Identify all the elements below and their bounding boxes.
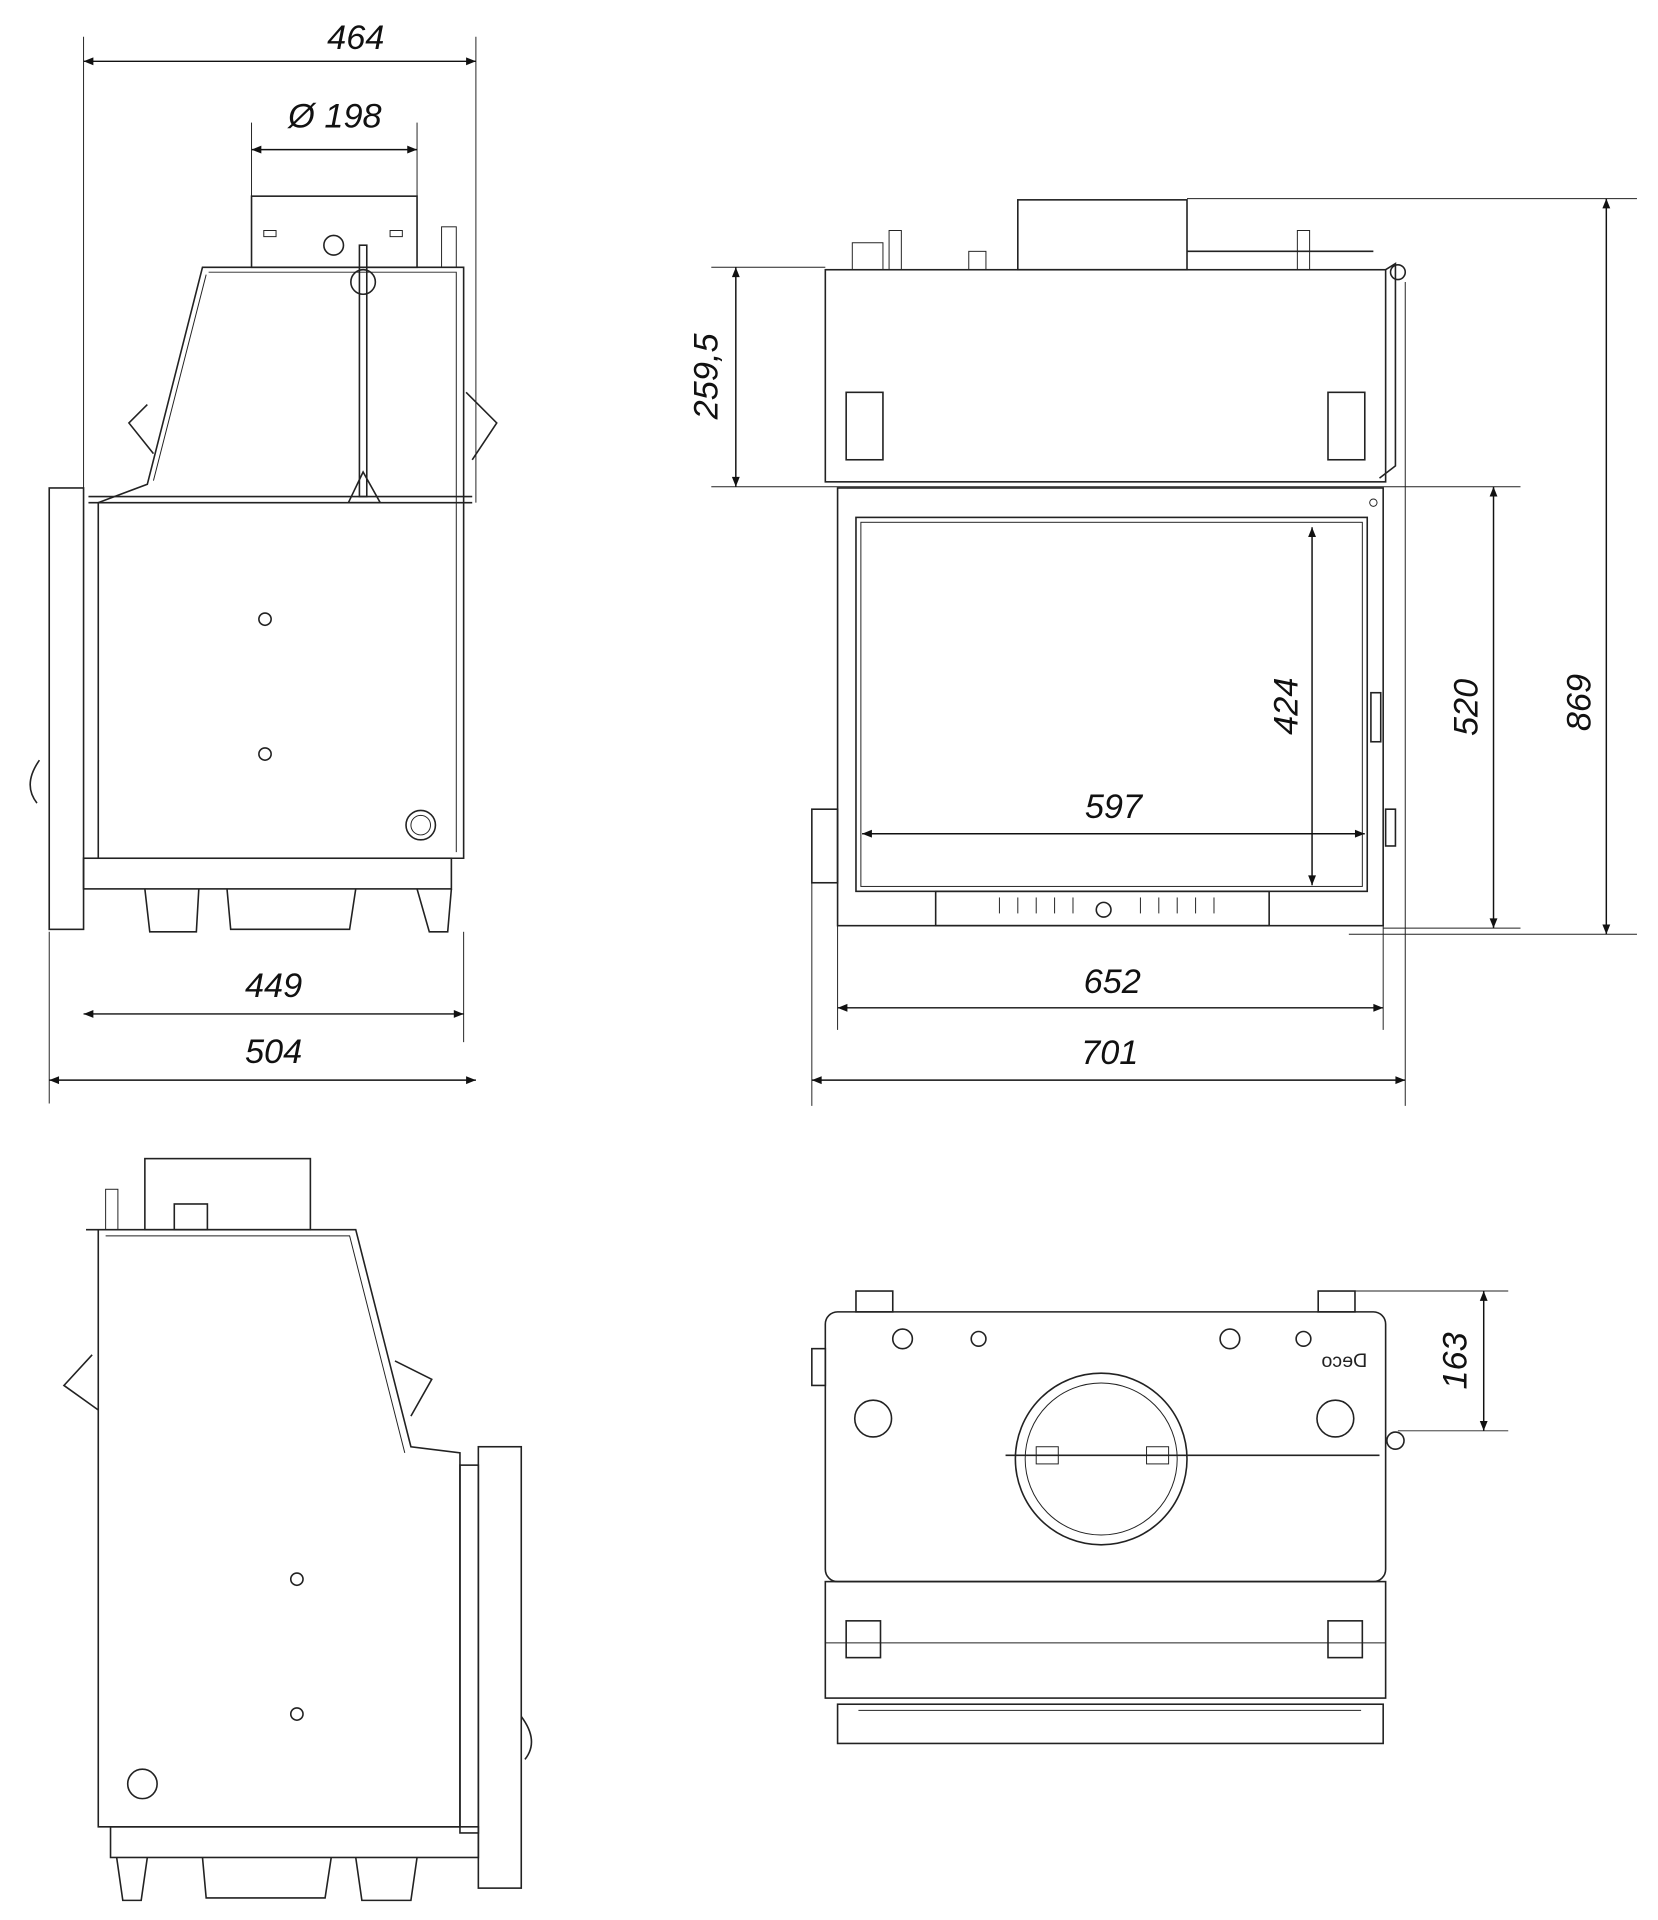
dim-label-869: 869 (1560, 674, 1598, 731)
upper-section (824, 268, 1387, 483)
dim-label-259-5: 259,5 (687, 333, 725, 421)
dim-label-449: 449 (245, 967, 302, 1005)
dim-label-504: 504 (245, 1033, 302, 1071)
side-view: 464 Ø 198 449 504 (29, 19, 498, 1104)
dim-label-163: 163 (1437, 1332, 1475, 1389)
dim-label-424: 424 (1267, 678, 1305, 735)
door-frame-2 (477, 1445, 523, 1889)
door-frame (48, 487, 85, 931)
top-view: Deco 163 (811, 1290, 1509, 1745)
dim-label-520: 520 (1448, 679, 1486, 736)
dim-label-464: 464 (327, 19, 384, 57)
side-view-mirrored (62, 1157, 533, 1902)
dim-label-701: 701 (1081, 1034, 1138, 1072)
brand-logo: Deco (1321, 1350, 1367, 1372)
flue-outlet (1014, 1372, 1188, 1546)
dim-label-597: 597 (1085, 788, 1144, 826)
firebox-body (97, 266, 465, 860)
top-plate (824, 1311, 1387, 1583)
dim-label-flue-diameter: Ø 198 (287, 98, 381, 136)
flue-collar-front (1017, 199, 1188, 271)
dim-label-652: 652 (1084, 963, 1141, 1001)
front-view: 424 597 259,5 520 869 652 701 (687, 198, 1637, 1106)
